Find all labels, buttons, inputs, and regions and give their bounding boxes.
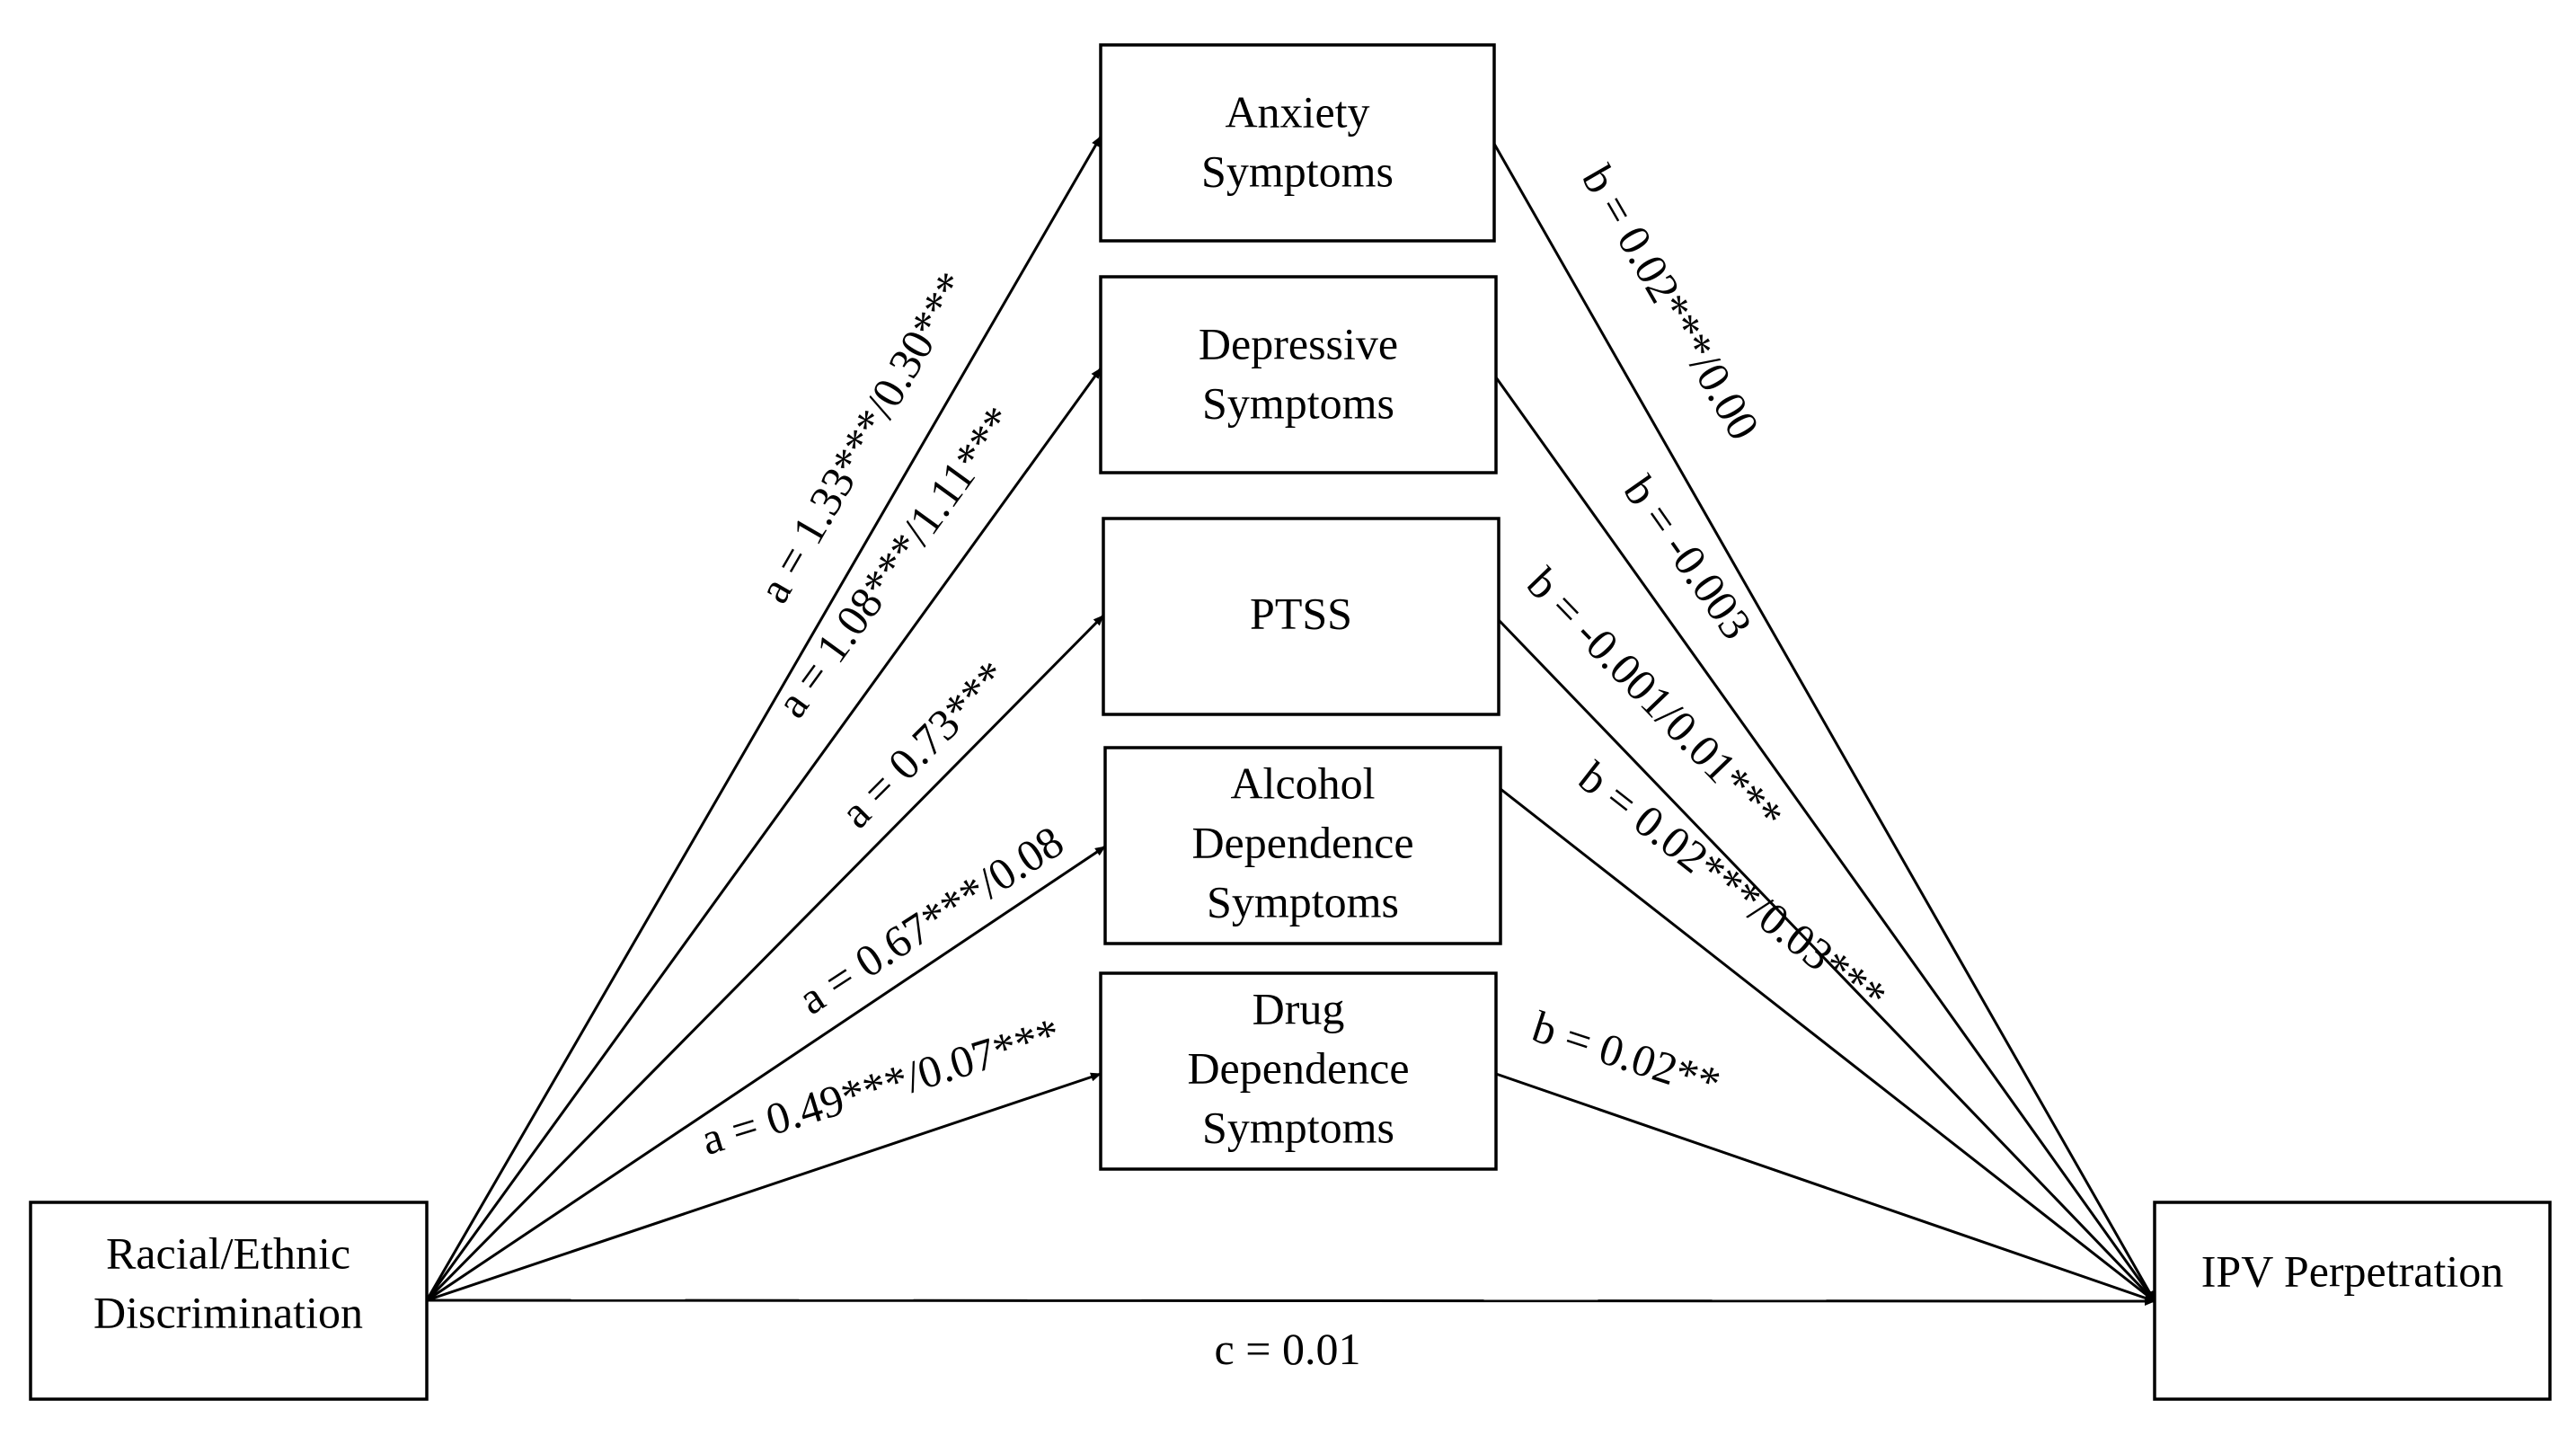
node-label-line: Dependence <box>1187 1042 1409 1093</box>
edge-b-ptss <box>1497 618 2156 1303</box>
edge-a-drug <box>426 1072 1102 1302</box>
node-box <box>1099 971 1498 1171</box>
label-a-drug: a = 0.49***/0.07*** <box>695 1007 1067 1165</box>
node-label-line: Alcohol <box>1230 758 1375 808</box>
node-ptss: PTSS <box>1102 517 1500 716</box>
node-label-line: Symptoms <box>1207 876 1399 926</box>
node-label-line: PTSS <box>1250 588 1352 638</box>
node-label-line: Symptoms <box>1202 377 1394 428</box>
label-b-depressive: b = -0.003 <box>1615 466 1763 648</box>
node-label-line: Dependence <box>1191 817 1413 867</box>
node-label-line: Depressive <box>1199 318 1398 368</box>
node-label-line: IPV Perpetration <box>2201 1245 2504 1296</box>
node-label-line: Racial/Ethnic <box>106 1228 350 1278</box>
edge-a-ptss <box>425 614 1105 1302</box>
node-label-line: Discrimination <box>93 1287 363 1337</box>
edge-b-drug <box>1495 1072 2156 1303</box>
node-racial-ethnic-discrimination: Racial/Ethnic Discrimination <box>29 1201 429 1401</box>
edge-b-alcohol <box>1500 787 2156 1303</box>
label-c-direct: c = 0.01 <box>1215 1324 1361 1374</box>
label-a-anxiety: a = 1.33***/0.30*** <box>748 263 978 611</box>
node-depressive-symptoms: Depressive Symptoms <box>1099 275 1498 474</box>
node-box <box>1099 275 1498 474</box>
node-label-line: Symptoms <box>1201 146 1394 196</box>
node-label-line: Symptoms <box>1202 1102 1394 1152</box>
node-box <box>1099 43 1496 243</box>
node-box <box>1103 746 1502 945</box>
node-box <box>1102 517 1500 716</box>
node-drug-dependence-symptoms: Drug Dependence Symptoms <box>1099 971 1498 1171</box>
label-a-ptss: a = 0.73*** <box>830 651 1017 838</box>
node-box <box>2153 1201 2552 1401</box>
edge-b-anxiety <box>1492 143 2156 1302</box>
label-a-alcohol: a = 0.67***/0.08 <box>789 816 1072 1024</box>
label-b-drug: b = 0.02** <box>1527 1001 1726 1109</box>
edge-c-direct <box>426 1296 2156 1306</box>
edge-a-alcohol <box>426 845 1106 1302</box>
edge-a-anxiety <box>425 136 1102 1301</box>
node-ipv-perpetration: IPV Perpetration <box>2153 1201 2552 1401</box>
node-alcohol-dependence-symptoms: Alcohol Dependence Symptoms <box>1103 746 1502 945</box>
node-label-line: Drug <box>1253 983 1345 1033</box>
edge-b-depressive <box>1494 377 2156 1302</box>
node-box <box>29 1201 429 1401</box>
node-anxiety-symptoms: Anxiety Symptoms <box>1099 43 1496 243</box>
node-label-line: Anxiety <box>1225 86 1369 137</box>
label-b-anxiety: b = 0.02***/0.00 <box>1572 156 1770 448</box>
edge-a-depressive <box>425 368 1102 1301</box>
edges <box>425 136 2156 1306</box>
